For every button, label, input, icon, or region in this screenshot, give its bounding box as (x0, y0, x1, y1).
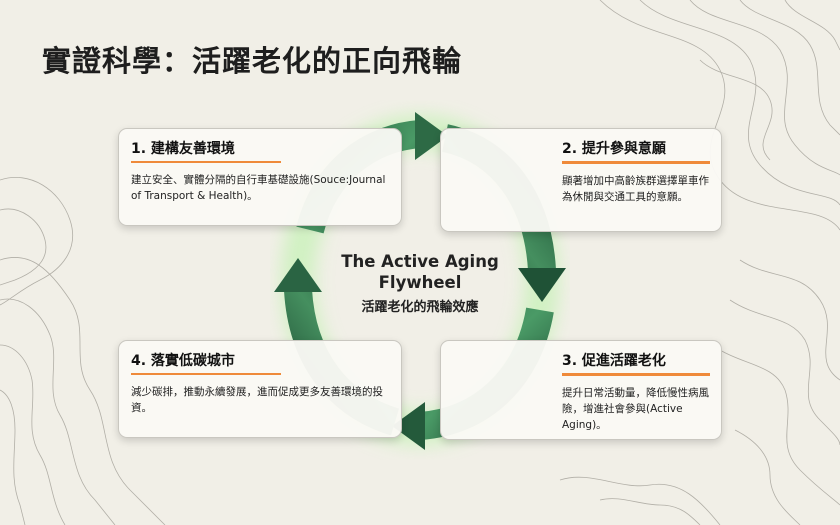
step-1-heading: 1. 建構友善環境 (131, 138, 281, 163)
step-3-underline (562, 373, 710, 376)
center-subtitle: 活躍老化的飛輪效應 (361, 300, 479, 316)
step-card-1: 1. 建構友善環境 建立安全、實體分隔的自行車基礎設施(Souce:Journa… (118, 128, 402, 226)
step-2-text: 顯著增加中高齡族群選擇單車作為休閒與交通工具的意願。 (562, 174, 709, 203)
step-1-text: 建立安全、實體分隔的自行車基礎設施(Souce:Journal of Trans… (131, 174, 386, 203)
step-card-3: 3. 促進活躍老化 提升日常活動量，降低慢性病風險，增進社會參與(Active … (440, 340, 722, 440)
step-4-text: 減少碳排，推動永續發展，進而促成更多友善環境的投資。 (131, 386, 383, 415)
step-card-2: 2. 提升參與意願 顯著增加中高齡族群選擇單車作為休閒與交通工具的意願。 (440, 128, 722, 232)
center-title-line1: The Active Aging (341, 252, 499, 271)
step-4-heading: 4. 落實低碳城市 (131, 350, 281, 375)
step-3-text: 提升日常活動量，降低慢性病風險，增進社會參與(Active Aging)。 (562, 386, 709, 432)
step-2-heading: 2. 提升參與意願 (562, 141, 666, 157)
page-title: 實證科學：活躍老化的正向飛輪 (42, 44, 463, 78)
flywheel-center-label: The Active Aging Flywheel 活躍老化的飛輪效應 (330, 252, 510, 315)
step-2-underline (562, 161, 710, 164)
step-card-4: 4. 落實低碳城市 減少碳排，推動永續發展，進而促成更多友善環境的投資。 (118, 340, 402, 438)
step-3-heading: 3. 促進活躍老化 (562, 353, 666, 369)
center-title-line2: Flywheel (378, 272, 462, 292)
